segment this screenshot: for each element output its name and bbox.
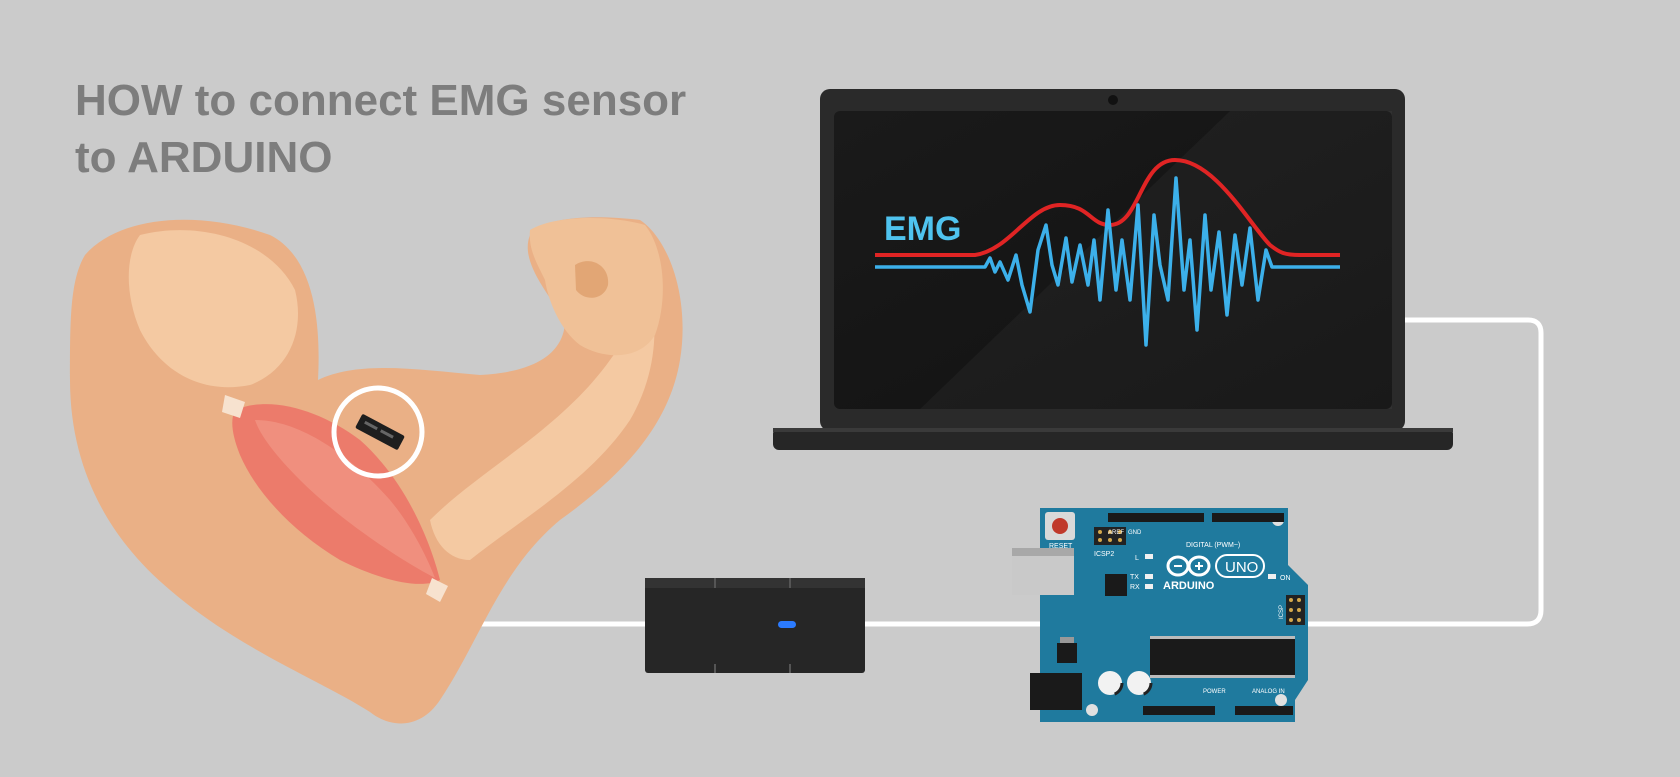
screen-emg-label: EMG <box>884 210 961 248</box>
led-l-label: L <box>1135 555 1139 562</box>
laptop-base <box>773 428 1453 450</box>
arduino-uno-board: RESET ICSP2 AREF GND DIGITAL (PWM~) L TX… <box>1012 508 1308 722</box>
voltage-regulator <box>1057 643 1077 663</box>
tendon-top <box>222 395 245 418</box>
flexed-arm <box>70 217 683 724</box>
forearm-highlight <box>430 250 655 560</box>
emg-electrode <box>355 414 405 450</box>
arm-highlight <box>128 230 298 388</box>
reset-label: RESET <box>1049 543 1073 550</box>
emg-sensor-module <box>645 578 865 673</box>
on-label: ON <box>1280 575 1291 582</box>
laptop-hinge <box>773 428 1453 432</box>
power-jack <box>1030 673 1082 710</box>
analog-header <box>1235 706 1293 715</box>
gnd-label: GND <box>1128 530 1142 536</box>
aref-label: AREF <box>1108 530 1124 536</box>
digital-label: DIGITAL (PWM~) <box>1186 542 1240 549</box>
icsp-label: ICSP <box>1279 605 1285 619</box>
tendon-bottom <box>426 578 448 602</box>
emg-raw-signal <box>875 176 1340 347</box>
arduino-brand-label: ARDUINO <box>1163 580 1215 592</box>
capacitor-2 <box>1127 671 1151 695</box>
digital-header-2 <box>1212 513 1284 522</box>
icsp2-label: ICSP2 <box>1094 551 1114 558</box>
power-header <box>1143 706 1215 715</box>
fist-knuckle <box>575 261 609 298</box>
arduino-to-laptop-usb-cable <box>1305 317 1544 627</box>
webcam-icon <box>1108 95 1118 105</box>
atmega-chip <box>1150 636 1295 678</box>
arduino-model-label: UNO <box>1225 559 1258 576</box>
title-line-2: to ARDUINO <box>75 133 333 182</box>
power-label: POWER <box>1203 689 1226 695</box>
digital-header-1 <box>1108 513 1204 522</box>
title-line-1: HOW to connect EMG sensor <box>75 76 687 125</box>
biceps-muscle-shade <box>255 420 435 578</box>
page-title: HOW to connect EMG sensor to ARDUINO <box>75 72 715 186</box>
emg-envelope-line <box>875 157 1340 257</box>
icsp2-header <box>1094 527 1126 545</box>
arduino-logo <box>1166 554 1265 578</box>
capacitor-1 <box>1098 671 1122 695</box>
tx-label: TX <box>1130 574 1139 581</box>
laptop: EMG <box>773 89 1453 450</box>
usb-chip <box>1105 574 1127 596</box>
electrode-highlight-ring <box>331 385 425 479</box>
sensor-status-led <box>778 621 796 628</box>
rx-label: RX <box>1130 584 1140 591</box>
analog-in-label: ANALOG IN <box>1252 689 1285 695</box>
icsp-header <box>1286 595 1305 625</box>
